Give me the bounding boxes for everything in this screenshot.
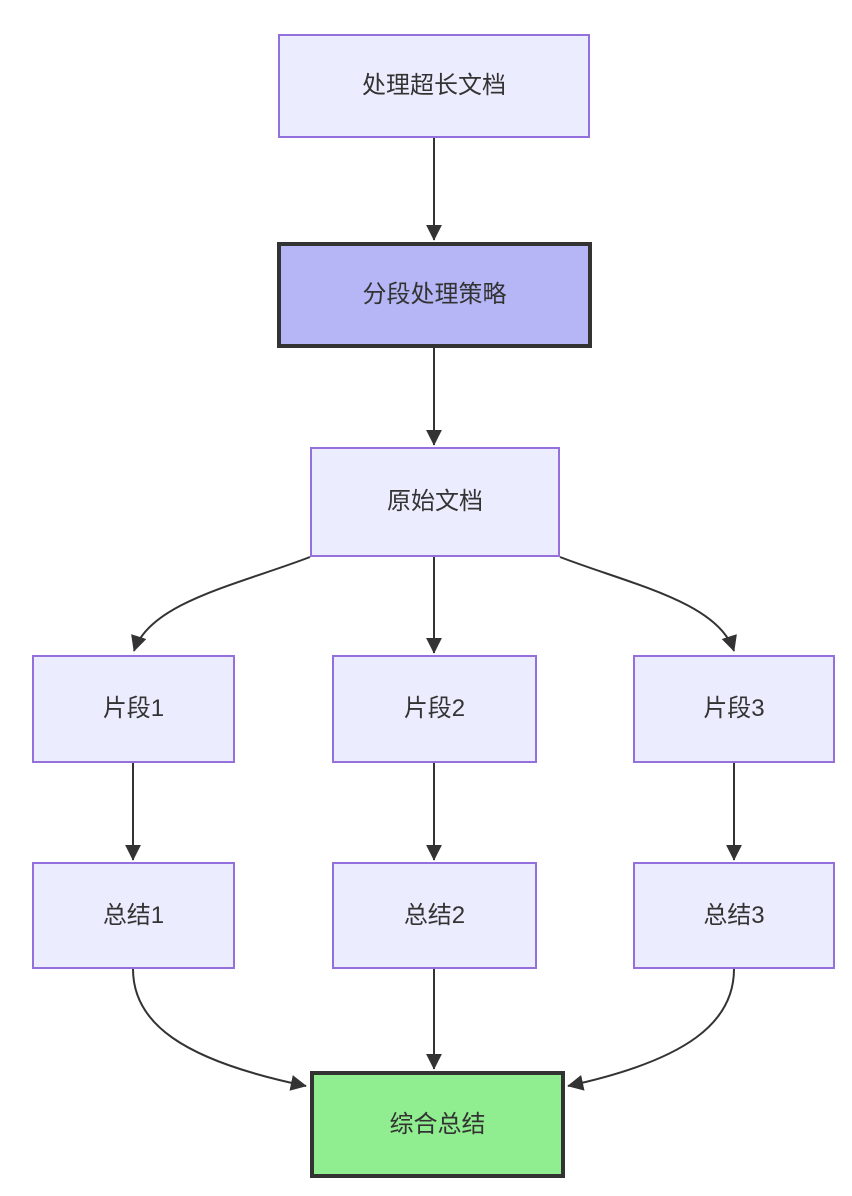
node-fragment-3: 片段3 (633, 655, 835, 763)
node-original-document: 原始文档 (310, 447, 560, 557)
node-summary-3: 总结3 (633, 862, 835, 969)
edge-e1-f (132, 968, 307, 1091)
node-summary-2: 总结2 (332, 862, 537, 969)
edge-c-d1 (131, 556, 311, 652)
node-fragment-2: 片段2 (332, 655, 537, 763)
node-original-document-label: 原始文档 (387, 488, 483, 516)
edge-c-d3 (559, 556, 737, 652)
node-fragment-1-label: 片段1 (102, 695, 165, 723)
node-handle-long-document-label: 处理超长文档 (362, 72, 506, 100)
node-fragment-2-label: 片段2 (403, 695, 466, 723)
node-fragment-3-label: 片段3 (703, 695, 765, 723)
node-summary-3-label: 总结3 (703, 901, 765, 929)
node-final-summary: 综合总结 (310, 1071, 565, 1178)
node-summary-2-label: 总结2 (403, 901, 466, 929)
node-summary-1-label: 总结1 (102, 901, 165, 929)
edge-e3-f (567, 968, 735, 1091)
node-segmentation-strategy: 分段处理策略 (277, 242, 592, 348)
node-fragment-1: 片段1 (32, 655, 235, 763)
node-handle-long-document: 处理超长文档 (278, 34, 590, 138)
node-segmentation-strategy-label: 分段处理策略 (362, 281, 507, 309)
node-final-summary-label: 综合总结 (389, 1110, 486, 1138)
node-summary-1: 总结1 (32, 862, 235, 969)
